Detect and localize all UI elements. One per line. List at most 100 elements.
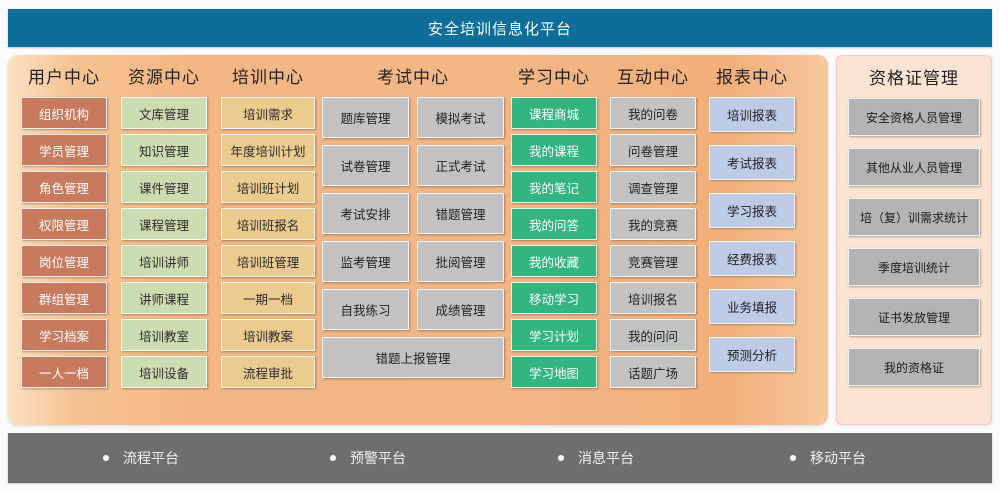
tile-training-0[interactable]: 培训需求 — [221, 97, 315, 129]
footer-label-2: 消息平台 — [578, 450, 634, 466]
tile-study-2[interactable]: 我的笔记 — [511, 171, 597, 203]
tile-exam-5[interactable]: 错题管理 — [417, 193, 504, 234]
tile-training-4[interactable]: 培训班管理 — [221, 245, 315, 277]
tile-resource-7[interactable]: 培训设备 — [121, 356, 207, 388]
footer-label-3: 移动平台 — [810, 450, 866, 466]
tile-user-7[interactable]: 一人一档 — [21, 356, 107, 388]
tile-interaction-4[interactable]: 竞赛管理 — [610, 245, 696, 277]
column-title-user-center: 用户中心 — [28, 68, 100, 87]
footer-item-message-platform[interactable]: 消息平台 — [558, 448, 634, 468]
tile-user-3[interactable]: 权限管理 — [21, 208, 107, 240]
column-title-report-center: 报表中心 — [716, 68, 788, 87]
tile-certificate-2[interactable]: 培（复）训需求统计 — [848, 198, 980, 236]
tile-user-2[interactable]: 角色管理 — [21, 171, 107, 203]
column-resource-center: 资源中心 文库管理 知识管理 课件管理 课程管理 培训讲师 讲师课程 培训教室 … — [114, 63, 214, 419]
tile-resource-6[interactable]: 培训教室 — [121, 319, 207, 351]
tile-exam-9[interactable]: 成绩管理 — [417, 289, 504, 330]
tile-report-3[interactable]: 经费报表 — [709, 241, 795, 276]
tiles-user-center: 组织机构 学员管理 角色管理 权限管理 岗位管理 群组管理 学习档案 一人一档 — [14, 97, 114, 388]
tile-study-4[interactable]: 我的收藏 — [511, 245, 597, 277]
tile-exam-3[interactable]: 正式考试 — [417, 145, 504, 186]
tile-certificate-5[interactable]: 我的资格证 — [848, 348, 980, 386]
tile-user-5[interactable]: 群组管理 — [21, 282, 107, 314]
tile-exam-7[interactable]: 批阅管理 — [417, 241, 504, 282]
footer-item-mobile-platform[interactable]: 移动平台 — [790, 448, 866, 468]
footer-item-alert-platform[interactable]: 预警平台 — [330, 448, 406, 468]
tile-interaction-7[interactable]: 话题广场 — [610, 356, 696, 388]
tile-certificate-3[interactable]: 季度培训统计 — [848, 248, 980, 286]
tile-training-2[interactable]: 培训班计划 — [221, 171, 315, 203]
platform-footer-bar: 流程平台 预警平台 消息平台 移动平台 — [8, 433, 992, 483]
tile-training-7[interactable]: 流程审批 — [221, 356, 315, 388]
tile-study-3[interactable]: 我的问答 — [511, 208, 597, 240]
column-title-study-center: 学习中心 — [518, 68, 590, 87]
tile-interaction-2[interactable]: 调查管理 — [610, 171, 696, 203]
tile-study-0[interactable]: 课程商城 — [511, 97, 597, 129]
tile-exam-6[interactable]: 监考管理 — [322, 241, 409, 282]
tiles-exam-center: 题库管理 模拟考试 试卷管理 正式考试 考试安排 错题管理 监考管理 批阅管理 … — [322, 97, 504, 330]
tile-user-1[interactable]: 学员管理 — [21, 134, 107, 166]
column-title-resource-center: 资源中心 — [128, 68, 200, 87]
column-user-center: 用户中心 组织机构 学员管理 角色管理 权限管理 岗位管理 群组管理 学习档案 … — [14, 63, 114, 419]
tile-user-0[interactable]: 组织机构 — [21, 97, 107, 129]
tile-resource-1[interactable]: 知识管理 — [121, 134, 207, 166]
tile-report-0[interactable]: 培训报表 — [709, 97, 795, 132]
tiles-report-center: 培训报表 考试报表 学习报表 经费报表 业务填报 预测分析 — [702, 97, 802, 372]
tile-training-6[interactable]: 培训教案 — [221, 319, 315, 351]
tile-training-3[interactable]: 培训班报名 — [221, 208, 315, 240]
certificate-management-panel: 资格证管理 安全资格人员管理 其他从业人员管理 培（复）训需求统计 季度培训统计… — [836, 55, 992, 425]
tile-resource-0[interactable]: 文库管理 — [121, 97, 207, 129]
tile-report-2[interactable]: 学习报表 — [709, 193, 795, 228]
footer-item-process-platform[interactable]: 流程平台 — [103, 448, 179, 468]
tile-user-6[interactable]: 学习档案 — [21, 319, 107, 351]
tile-resource-3[interactable]: 课程管理 — [121, 208, 207, 240]
tile-training-1[interactable]: 年度培训计划 — [221, 134, 315, 166]
tile-report-1[interactable]: 考试报表 — [709, 145, 795, 180]
tile-exam-2[interactable]: 试卷管理 — [322, 145, 409, 186]
column-title-certificate: 资格证管理 — [869, 69, 959, 88]
page-title: 安全培训信息化平台 — [427, 20, 572, 38]
column-title-interaction-center: 互动中心 — [617, 68, 689, 87]
column-interaction-center: 互动中心 我的问卷 问卷管理 调查管理 我的竞赛 竞赛管理 培训报名 我的问问 … — [604, 63, 702, 419]
bullet-dot-icon — [103, 455, 109, 461]
tile-resource-4[interactable]: 培训讲师 — [121, 245, 207, 277]
tile-interaction-3[interactable]: 我的竞赛 — [610, 208, 696, 240]
tile-certificate-4[interactable]: 证书发放管理 — [848, 298, 980, 336]
tile-training-5[interactable]: 一期一档 — [221, 282, 315, 314]
tile-report-4[interactable]: 业务填报 — [709, 289, 795, 324]
tile-certificate-1[interactable]: 其他从业人员管理 — [848, 148, 980, 186]
main-modules-panel: 用户中心 组织机构 学员管理 角色管理 权限管理 岗位管理 群组管理 学习档案 … — [8, 55, 828, 425]
tile-exam-8[interactable]: 自我练习 — [322, 289, 409, 330]
tile-certificate-0[interactable]: 安全资格人员管理 — [848, 98, 980, 136]
tile-exam-wide-report[interactable]: 错题上报管理 — [322, 337, 504, 378]
tile-exam-0[interactable]: 题库管理 — [322, 97, 409, 138]
column-study-center: 学习中心 课程商城 我的课程 我的笔记 我的问答 我的收藏 移动学习 学习计划 … — [504, 63, 604, 419]
bullet-dot-icon — [330, 455, 336, 461]
column-exam-center: 考试中心 题库管理 模拟考试 试卷管理 正式考试 考试安排 错题管理 监考管理 … — [322, 63, 504, 419]
footer-label-1: 预警平台 — [350, 450, 406, 466]
tile-study-6[interactable]: 学习计划 — [511, 319, 597, 351]
tile-interaction-6[interactable]: 我的问问 — [610, 319, 696, 351]
tile-exam-1[interactable]: 模拟考试 — [417, 97, 504, 138]
module-columns: 用户中心 组织机构 学员管理 角色管理 权限管理 岗位管理 群组管理 学习档案 … — [8, 55, 828, 425]
tile-resource-5[interactable]: 讲师课程 — [121, 282, 207, 314]
column-title-training-center: 培训中心 — [232, 68, 304, 87]
column-title-exam-center: 考试中心 — [377, 68, 449, 87]
tile-user-4[interactable]: 岗位管理 — [21, 245, 107, 277]
tile-study-1[interactable]: 我的课程 — [511, 134, 597, 166]
tile-report-5[interactable]: 预测分析 — [709, 337, 795, 372]
tiles-certificate: 安全资格人员管理 其他从业人员管理 培（复）训需求统计 季度培训统计 证书发放管… — [837, 98, 991, 386]
tile-interaction-5[interactable]: 培训报名 — [610, 282, 696, 314]
tile-study-7[interactable]: 学习地图 — [511, 356, 597, 388]
tiles-interaction-center: 我的问卷 问卷管理 调查管理 我的竞赛 竞赛管理 培训报名 我的问问 话题广场 — [604, 97, 702, 388]
bullet-dot-icon — [558, 455, 564, 461]
tile-exam-4[interactable]: 考试安排 — [322, 193, 409, 234]
tile-interaction-0[interactable]: 我的问卷 — [610, 97, 696, 129]
tile-resource-2[interactable]: 课件管理 — [121, 171, 207, 203]
column-report-center: 报表中心 培训报表 考试报表 学习报表 经费报表 业务填报 预测分析 — [702, 63, 802, 419]
tiles-training-center: 培训需求 年度培训计划 培训班计划 培训班报名 培训班管理 一期一档 培训教案 … — [214, 97, 322, 388]
footer-label-0: 流程平台 — [123, 450, 179, 466]
tile-study-5[interactable]: 移动学习 — [511, 282, 597, 314]
tile-interaction-1[interactable]: 问卷管理 — [610, 134, 696, 166]
